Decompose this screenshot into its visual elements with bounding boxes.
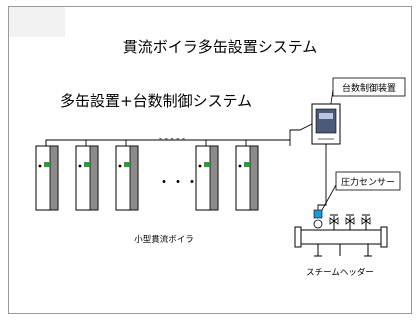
- diagram-title: 貫流ボイラ多缶設置システム: [123, 38, 318, 56]
- boiler-unit: [235, 140, 259, 211]
- boiler-unit: [115, 140, 139, 211]
- diagram-subtitle: 多缶設置+台数制御システム: [60, 92, 252, 110]
- controller-panel-icon: [315, 108, 337, 134]
- sensor-callout-box: [335, 171, 401, 191]
- valve-icon: [329, 214, 339, 230]
- boilers-label: 小型貫流ボイラ: [134, 234, 194, 245]
- boiler-side-panel: [49, 145, 59, 211]
- valve-icon: [361, 214, 371, 230]
- corner-placeholder: [9, 7, 65, 37]
- header-label: スチームヘッダー: [306, 267, 374, 278]
- boiler-indicator-icon: [198, 164, 202, 168]
- bus-dashes: - - - - -: [159, 134, 185, 144]
- controller-wire: [289, 123, 313, 146]
- sensor-callout-pointer: [321, 184, 337, 211]
- controller-display-icon: [319, 113, 333, 119]
- boiler-indicator-icon: [238, 164, 242, 168]
- sensor-label: 圧力センサー: [341, 176, 395, 188]
- valve-icon: [345, 214, 355, 230]
- slide-frame: [8, 6, 412, 314]
- gauge-icon: [313, 219, 323, 229]
- boiler-side-panel: [249, 145, 259, 211]
- controller-unit: [311, 103, 341, 145]
- boiler-side-panel: [209, 145, 219, 211]
- sensor-wire: [317, 144, 327, 211]
- boiler-display-icon: [84, 162, 90, 167]
- boiler-display-icon: [124, 162, 130, 167]
- controller-callout-box: [332, 77, 406, 97]
- boiler-unit: [35, 140, 59, 211]
- steam-header: [294, 226, 388, 257]
- valve-group: [329, 214, 371, 230]
- boiler-side-panel: [89, 145, 99, 211]
- boiler-unit: [195, 140, 219, 211]
- boiler-indicator-icon: [78, 164, 82, 168]
- boiler-group: [35, 140, 259, 211]
- boiler-display-icon: [244, 162, 250, 167]
- boiler-indicator-icon: [118, 164, 122, 168]
- boiler-side-panel: [129, 145, 139, 211]
- controller-label: 台数制御装置: [342, 82, 396, 94]
- pressure-sensor-icon: [313, 209, 323, 219]
- boiler-ellipsis: ・・・: [157, 175, 199, 191]
- boiler-display-icon: [204, 162, 210, 167]
- boiler-indicator-icon: [38, 164, 42, 168]
- boiler-unit: [75, 140, 99, 211]
- boiler-display-icon: [44, 162, 50, 167]
